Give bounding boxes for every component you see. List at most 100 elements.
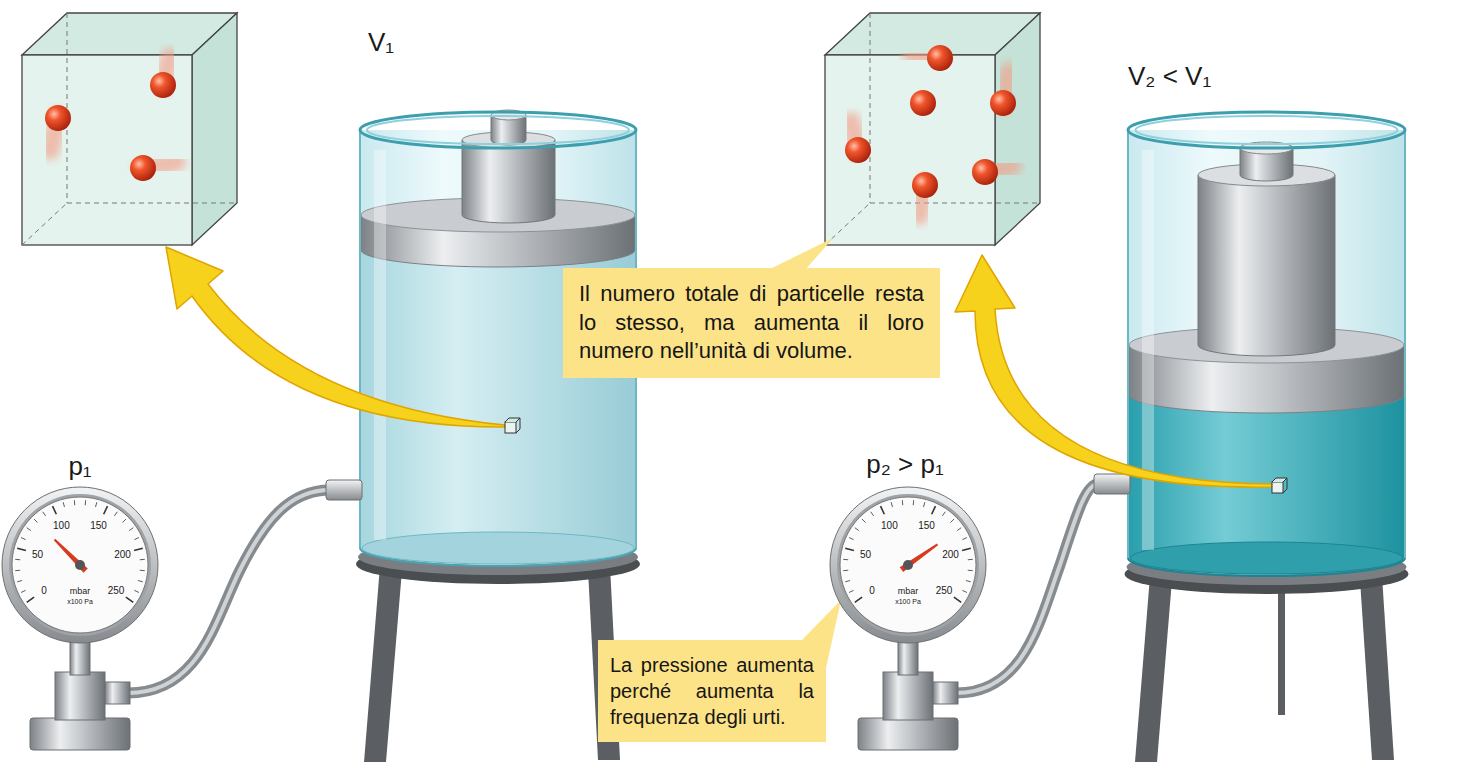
- gauge-tick: [968, 559, 973, 560]
- volume-label: V₂ < V₁: [1128, 62, 1211, 91]
- cylinder-legs: [1135, 576, 1172, 762]
- gauge-tick: [849, 590, 854, 592]
- unit-label: mbar: [70, 587, 91, 597]
- gauge-tick: [104, 506, 108, 514]
- gas-cylinder: [326, 480, 362, 500]
- pressure-gauge: [858, 718, 958, 750]
- gas-particles: [912, 172, 938, 198]
- zoom-cube: [825, 13, 1040, 245]
- gauge-tick: [845, 548, 854, 550]
- volume-element: [505, 418, 520, 422]
- unit-label: x100 Pa: [67, 598, 93, 606]
- gauge-tick: [134, 538, 139, 540]
- gauge-tick: [902, 500, 903, 505]
- gauge-tick: [134, 548, 143, 550]
- zoom-cube: [870, 203, 1040, 204]
- gas-cylinder: [1131, 542, 1403, 574]
- gauge-number: 250: [108, 585, 125, 596]
- zoom-cube: [22, 13, 237, 245]
- gauge-tick: [126, 597, 133, 602]
- gas-particles: [990, 90, 1016, 116]
- pressure-gauge: [903, 560, 913, 570]
- gauge-tick: [862, 519, 866, 523]
- gauge-tick: [63, 502, 64, 507]
- gas-cylinder: [1404, 130, 1406, 558]
- gauge-hose: [128, 490, 330, 693]
- cylinder-legs: [364, 566, 620, 762]
- gauge-tick: [950, 519, 954, 523]
- pressure-gauge: [830, 487, 986, 750]
- cylinder-legs: [1278, 590, 1285, 715]
- gauge-tick: [15, 570, 20, 571]
- gauge-number: 200: [942, 548, 959, 559]
- zoom-arrow: [166, 247, 505, 427]
- gauge-tick: [843, 559, 848, 560]
- gauge-tick: [85, 500, 86, 505]
- gauge-tick: [954, 597, 961, 602]
- gauge-tick: [17, 581, 22, 582]
- gauge-tick: [53, 506, 57, 514]
- gauge-tick: [966, 581, 971, 582]
- pressure-gauge: [830, 487, 986, 643]
- pressure-gauge: [9, 494, 151, 636]
- volume-element: [505, 422, 516, 433]
- gauge-number: 100: [53, 520, 70, 531]
- pressure-gauge: [900, 542, 939, 572]
- gauge-ticks: [15, 500, 145, 602]
- pressure-gauge: [883, 672, 933, 720]
- gauge-tick: [129, 528, 133, 531]
- gas-cylinder: [360, 112, 636, 148]
- unit-label: x100 Pa: [895, 598, 921, 606]
- zoom-cube: [22, 55, 192, 245]
- gauge-number: 150: [90, 520, 107, 531]
- pressure-gauge: [12, 497, 148, 633]
- pressure-gauge: [837, 494, 979, 636]
- gas-cylinder: [1094, 474, 1130, 494]
- gauge-tick: [913, 500, 914, 505]
- pressure-gauge: [105, 682, 130, 704]
- pressure-gauge: [840, 497, 976, 633]
- gauge-tick: [140, 570, 145, 571]
- cylinder-legs: [364, 566, 402, 762]
- volume-element: [505, 418, 520, 433]
- gas-particles: [130, 155, 156, 181]
- zoom-arrow: [166, 247, 1272, 487]
- gas-particles: [150, 72, 176, 98]
- gauge-tick: [140, 559, 145, 560]
- gauge-tick: [845, 581, 850, 582]
- gauge-tick: [962, 538, 967, 540]
- callout-pointer: [768, 238, 833, 270]
- gauge-number: 100: [881, 520, 898, 531]
- callout-text: La pressione aumenta perché aumenta la f…: [610, 652, 814, 730]
- cylinder-legs: [1135, 576, 1394, 762]
- gauge-tick: [924, 502, 925, 507]
- callout-text: Il numero totale di particelle resta lo …: [579, 280, 924, 366]
- callout-box: Il numero totale di particelle resta lo …: [563, 268, 940, 378]
- gauge-tick: [968, 570, 973, 571]
- gauge-tick: [15, 559, 20, 560]
- gas-cylinder: [362, 532, 634, 564]
- volume-label: V₁: [368, 28, 394, 57]
- volume-element: [1272, 482, 1283, 493]
- gauge-tick: [21, 538, 26, 540]
- volume-element: [1272, 478, 1287, 493]
- gas-cylinder: [1094, 112, 1405, 576]
- gauge-tick: [134, 590, 139, 592]
- gauge-number: 150: [918, 520, 935, 531]
- zoom-arrow: [955, 255, 1272, 487]
- pressure-label: p₂ > p₁: [866, 450, 943, 479]
- gas-cylinder: [1198, 175, 1335, 356]
- callout-box: La pressione aumenta perché aumenta la f…: [598, 640, 826, 742]
- pressure-gauge: [52, 537, 87, 572]
- gas-cylinder: [360, 548, 636, 566]
- zoom-cube: [67, 203, 237, 204]
- gauge-tick: [843, 570, 848, 571]
- gauge-tick: [27, 528, 31, 531]
- gas-particles: [845, 137, 871, 163]
- gauge-tick: [962, 548, 971, 550]
- gas-cylinder: [1136, 116, 1398, 144]
- gauge-number: 250: [936, 585, 953, 596]
- gauge-tick: [96, 502, 97, 507]
- gauge-tick: [21, 590, 26, 592]
- cylinder-legs: [1360, 576, 1394, 760]
